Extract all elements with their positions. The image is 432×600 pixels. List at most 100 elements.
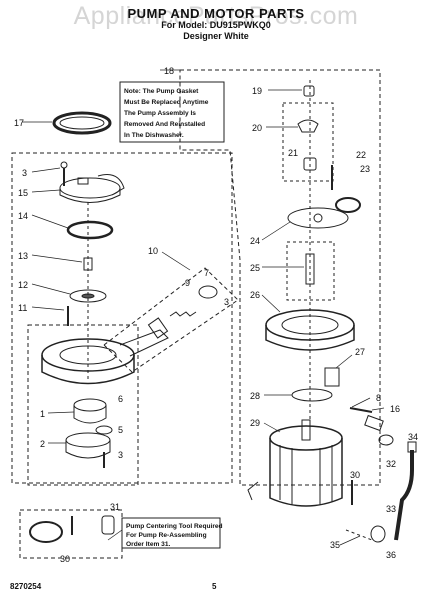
callout-29: 30: [350, 470, 360, 480]
motor-wire: [247, 481, 259, 501]
leader-13: [31, 214, 69, 229]
callout-26: 27: [355, 347, 365, 357]
page-title: PUMP AND MOTOR PARTS: [127, 6, 305, 21]
hose-35-path: [345, 529, 373, 541]
callout-6: 8: [376, 393, 381, 403]
motor-top: [269, 425, 343, 451]
callout-8: 9: [185, 278, 190, 288]
fitting-36: [370, 525, 386, 543]
leader-12: [31, 254, 83, 263]
gasket-note-line-2: Must Be Replaced Anytime: [124, 99, 209, 106]
valve-body: [147, 317, 169, 339]
watermark: AppliancePartsPros.com: [73, 2, 359, 30]
pump-gasket-inner: [59, 116, 105, 130]
centering-tool-31: [101, 515, 115, 535]
pump-housing-inner: [59, 345, 117, 365]
callout-24: 25: [250, 263, 260, 273]
callout-9: 10: [148, 246, 158, 256]
leader-11: [31, 283, 71, 295]
pump-base: [65, 432, 111, 448]
valve-spring: [169, 311, 197, 317]
callout-5: 6: [118, 394, 123, 404]
centering-tool-note-box: [121, 517, 221, 549]
seal-ring: [66, 220, 114, 240]
hose-end-34: [407, 441, 417, 453]
callout-33: 33: [386, 504, 396, 514]
callout-21: 22: [356, 150, 366, 160]
plate-23: [287, 207, 349, 229]
pump-cover-hub: [77, 177, 89, 185]
valve-cap: [198, 285, 218, 299]
disc-27: [291, 388, 333, 402]
clamp-32: [378, 434, 394, 446]
callout-32: 32: [386, 459, 396, 469]
callout-3c: 3: [118, 450, 123, 460]
callout-36: 36: [386, 550, 396, 560]
callout-10: 11: [18, 303, 27, 313]
pump-gasket: [52, 111, 112, 135]
callout-7: 7: [204, 268, 209, 278]
impeller-disc: [69, 289, 107, 303]
callout-34: 34: [408, 432, 418, 442]
callout-17: 18: [164, 66, 174, 76]
centering-note-line-1: Pump Centering Tool Required: [126, 523, 223, 530]
leader-1: [47, 411, 75, 414]
callout-18: 19: [252, 86, 262, 96]
callout-19: 20: [252, 123, 262, 133]
callout-25: 26: [250, 290, 260, 300]
gasket-note-line-1: Note: The Pump Gasket: [124, 88, 199, 95]
leader-6: [351, 397, 371, 408]
leader-9: [161, 251, 191, 271]
centering-tool-note: Pump Centering Tool Required For Pump Re…: [126, 523, 223, 548]
pump-housing-body: [41, 355, 135, 385]
clip-26: [324, 367, 340, 387]
impeller-group-outline: [282, 102, 334, 182]
connector-15: [364, 414, 384, 432]
callout-27: 28: [250, 391, 260, 401]
bearing-18: [303, 85, 315, 97]
callout-14: 15: [18, 188, 28, 198]
gasket-note-line-4: Removed And Reinstalled: [124, 121, 205, 128]
plate-23-hub: [313, 213, 323, 223]
callout-20: 21: [288, 148, 298, 158]
leader-35: [339, 535, 361, 546]
leader-3a: [31, 167, 61, 173]
leader-10: [31, 306, 65, 311]
leader-26: [335, 354, 353, 369]
impeller-19: [297, 119, 319, 133]
fitting-6: [349, 407, 373, 413]
leader-25: [261, 294, 281, 313]
lower-pump-outline: [27, 324, 139, 486]
screw-3-top-head: [60, 161, 68, 169]
callout-16: 17: [14, 118, 24, 128]
callout-22: 23: [360, 164, 370, 174]
pump-cover-outlet: [97, 174, 125, 196]
leader-23: [261, 221, 291, 241]
gasket-22: [335, 197, 361, 213]
model-number: For Model: DU915PWKQ0: [161, 20, 271, 30]
chopper-group-outline: [286, 241, 335, 301]
callout-2: 2: [40, 439, 45, 449]
callout-11: 12: [18, 280, 28, 290]
gasket-note-box: [119, 81, 225, 143]
o-ring-5: [95, 425, 113, 435]
filter-screen: [73, 398, 107, 412]
callout-labels: 17 18 3 15 14 13 12 11 10 7 9 3 1 2 6 5 …: [14, 66, 418, 564]
callout-12: 13: [18, 251, 28, 261]
motor-mount-body: [265, 325, 355, 351]
leader-14: [31, 189, 61, 193]
motor-group-outline: [179, 69, 381, 486]
centering-note-line-3: Order Item 31.: [126, 541, 171, 548]
leader-15: [371, 407, 385, 411]
callout-30: 30: [60, 554, 70, 564]
page-number: 5: [212, 582, 217, 591]
callout-13: 14: [18, 211, 28, 221]
callout-28: 29: [250, 418, 260, 428]
centering-note-line-2: For Pump Re-Assembling: [126, 532, 207, 539]
pump-cover: [59, 177, 121, 199]
color-name: Designer White: [183, 31, 249, 41]
motor-shaft: [301, 419, 311, 441]
pump-cover-rim: [59, 188, 121, 203]
callout-1: 1: [40, 409, 45, 419]
